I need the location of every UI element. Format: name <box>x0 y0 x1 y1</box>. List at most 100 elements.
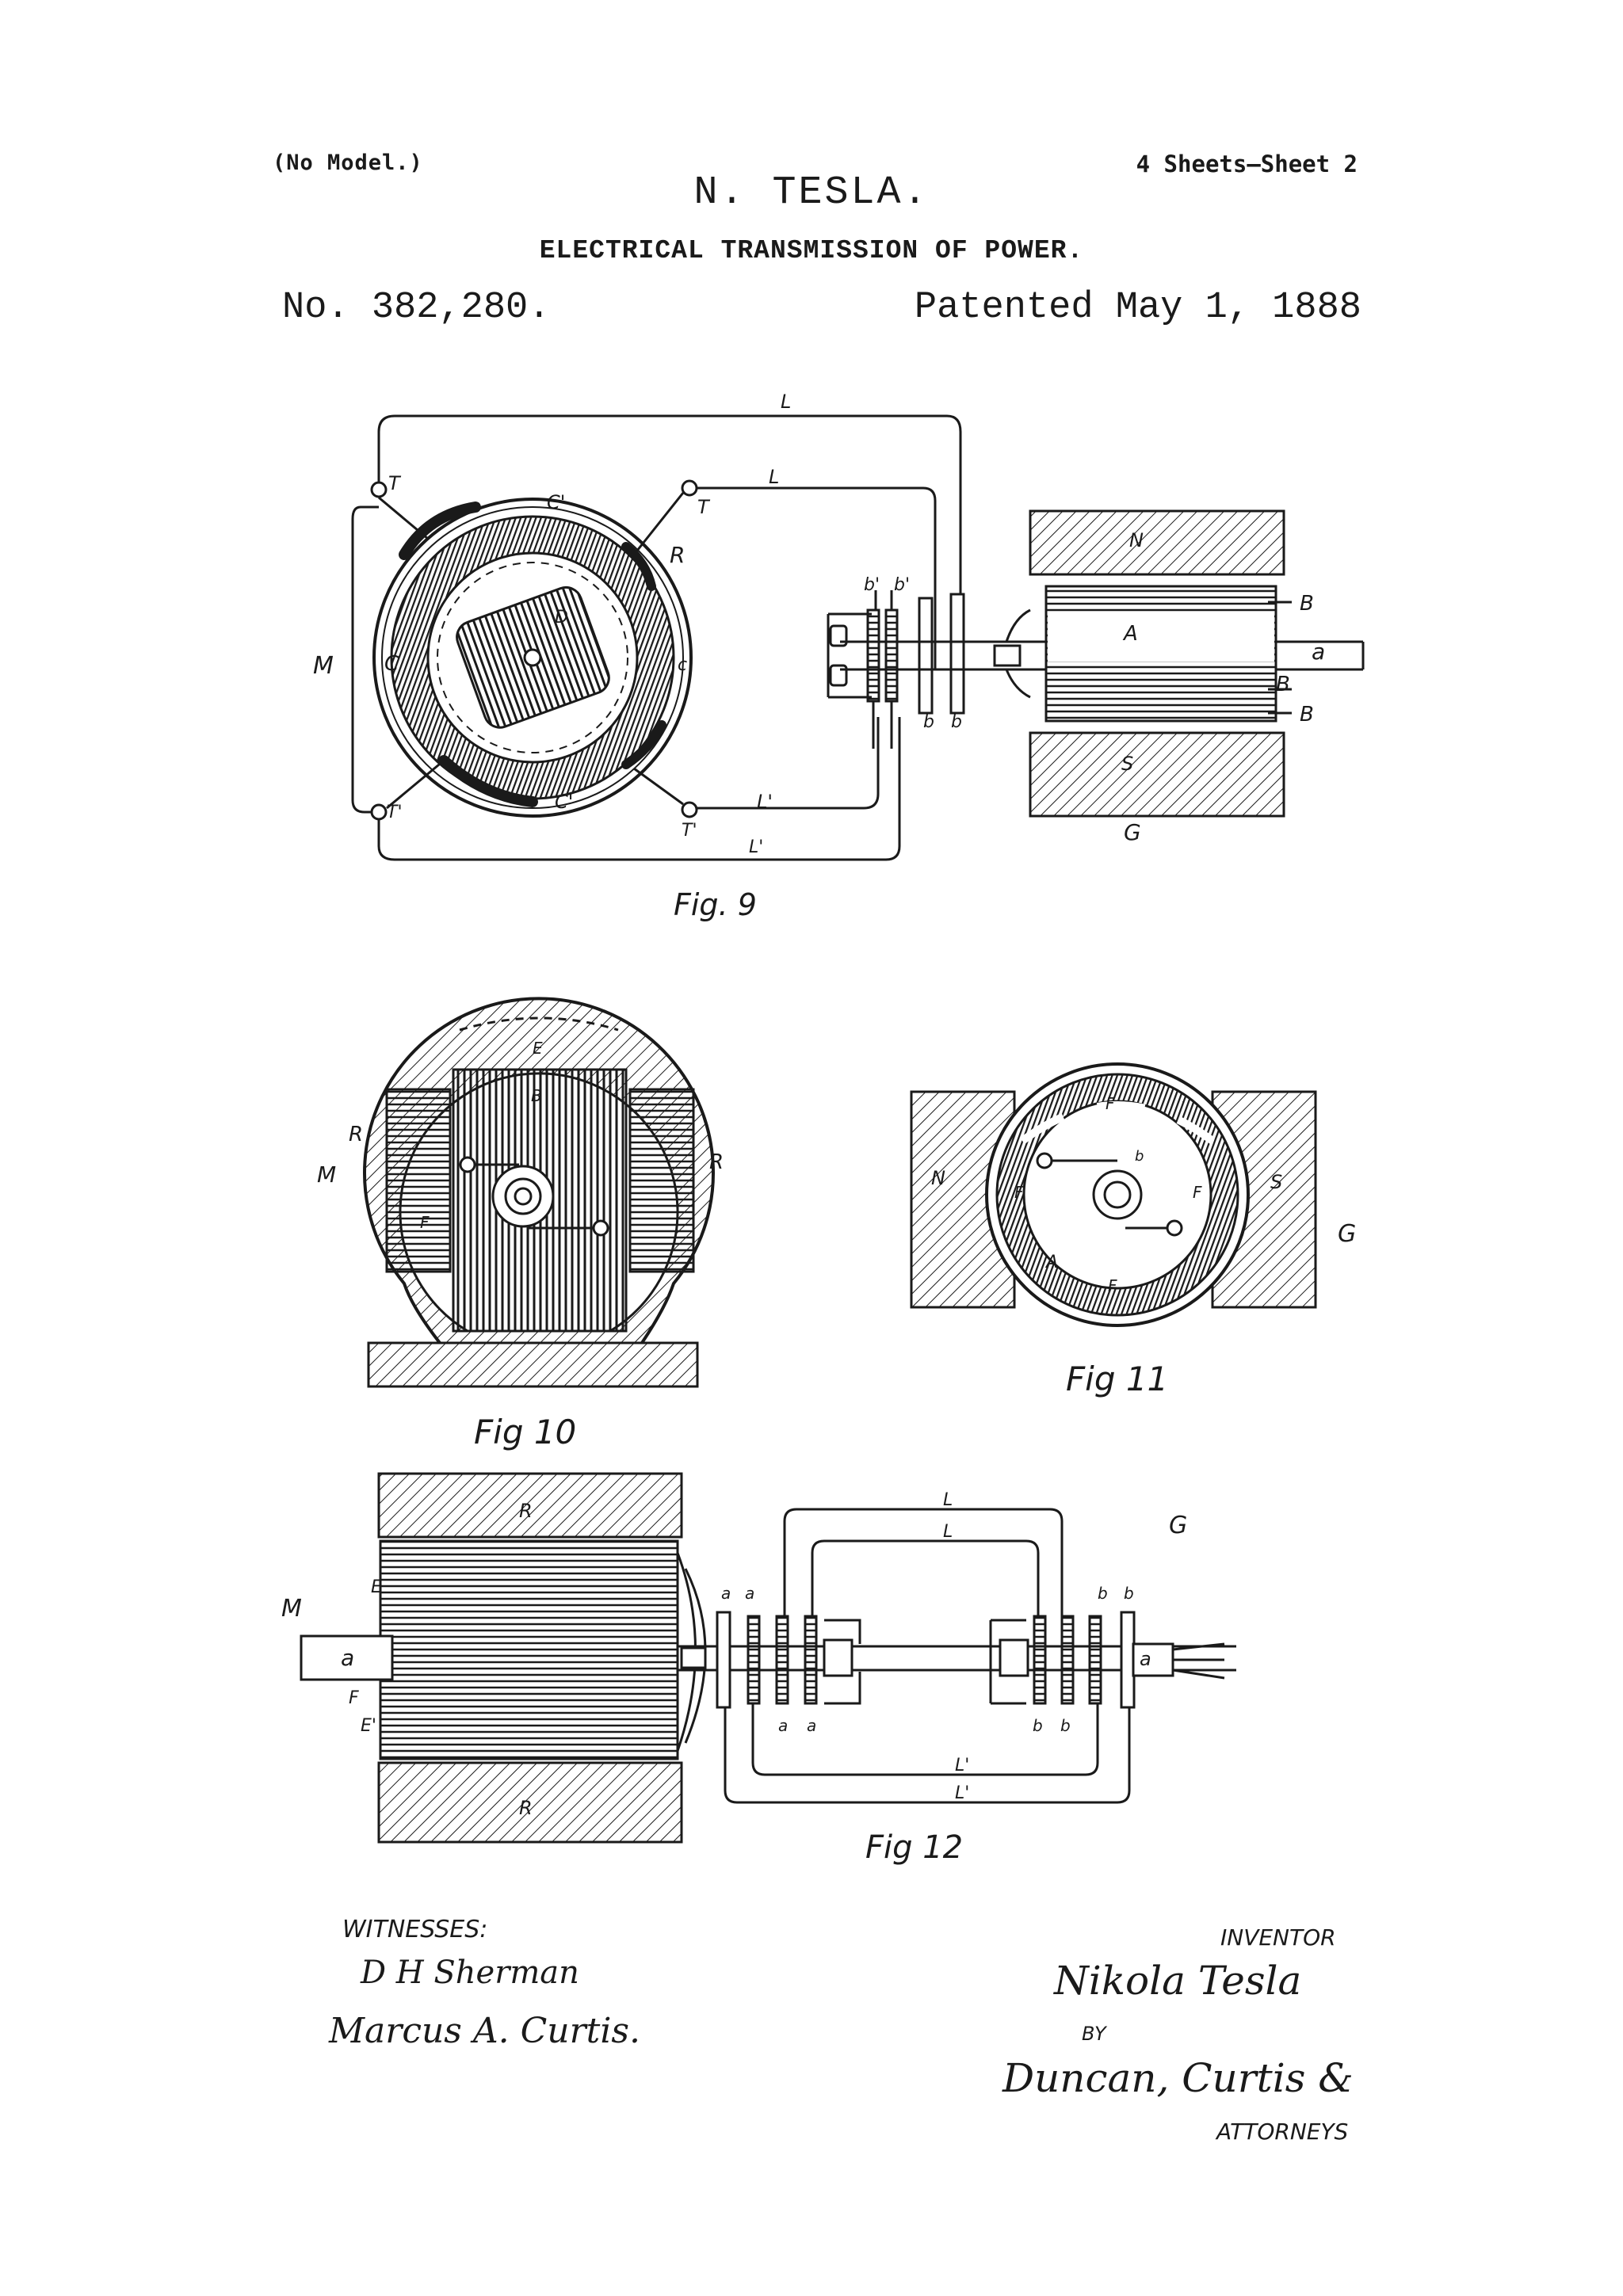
patent-date: Patented May 1, 1888 <box>914 287 1361 329</box>
label-N: N <box>1129 529 1144 551</box>
line-L <box>783 1508 1064 1616</box>
label-F: F <box>1108 1276 1117 1295</box>
label-L-prime: L' <box>955 1756 969 1775</box>
terminal-T-prime-right <box>681 801 698 818</box>
label-b: b <box>1124 1584 1134 1603</box>
label-b-prime: b' <box>864 575 880 595</box>
attorneys-label: ATTORNEYS <box>1215 2119 1348 2145</box>
label-a: a <box>778 1716 788 1735</box>
label-A: A <box>1044 1253 1058 1272</box>
field-pole-S <box>1029 731 1285 818</box>
figure-11-caption: Fig 11 <box>1066 1360 1168 1398</box>
patent-title: ELECTRICAL TRANSMISSION OF POWER. <box>539 236 1084 265</box>
motor-loop-M <box>351 505 379 814</box>
motor-base <box>367 1341 699 1388</box>
patent-number: No. 382,280. <box>282 287 551 329</box>
motor-outer-ring <box>372 498 693 818</box>
inventor-name: N. TESLA. <box>693 170 930 215</box>
terminal-T <box>370 481 388 498</box>
label-A: A <box>1122 622 1138 646</box>
figure-12 <box>300 1472 1236 1844</box>
label-L-prime: L' <box>749 837 763 857</box>
label-M: M <box>313 652 334 680</box>
label-a: a <box>745 1584 754 1603</box>
attorneys-signature: Duncan, Curtis & <box>1002 2055 1354 2101</box>
label-M: M <box>317 1161 336 1188</box>
line-L-top <box>377 414 962 669</box>
field-pole-R-bottom <box>377 1761 683 1844</box>
label-a: a <box>1312 639 1325 665</box>
figure-11-labels: F F F F N S A b G Fig 11 <box>931 1094 1356 1398</box>
label-D: D <box>555 608 568 627</box>
line-L-prime <box>751 1703 1099 1776</box>
label-R: R <box>670 542 685 568</box>
label-E-prime: E' <box>361 1716 376 1736</box>
label-E: E <box>533 1039 543 1058</box>
inventor-signature: Nikola Tesla <box>1053 1958 1301 2004</box>
label-E: E <box>371 1577 382 1597</box>
label-R: R <box>519 1500 533 1522</box>
label-R: R <box>519 1797 533 1819</box>
witnesses-block: WITNESSES: D H Sherman Marcus A. Curtis. <box>328 1916 640 2051</box>
label-L-prime: L' <box>757 791 773 813</box>
label-b: b <box>951 712 962 732</box>
label-G: G <box>1169 1512 1187 1539</box>
label-T: T <box>697 496 711 518</box>
label-b: b <box>1060 1716 1071 1735</box>
label-a: a <box>341 1645 354 1671</box>
pole-left <box>385 1088 452 1273</box>
label-B: B <box>1300 592 1314 616</box>
sheet-number: 4 Sheets—Sheet 2 <box>1136 151 1358 177</box>
terminal-T-prime-left <box>370 803 388 821</box>
label-T-prime: T' <box>387 803 403 822</box>
label-C-prime: C' <box>555 791 573 813</box>
label-L: L <box>943 1490 953 1510</box>
field-pole-N <box>1029 509 1285 576</box>
label-L: L <box>943 1522 953 1542</box>
figure-12-labels: R R M E E' F a a a a a a L L L' L' b b b… <box>281 1490 1187 1866</box>
figure-9-caption: Fig. 9 <box>674 887 757 922</box>
label-S: S <box>1121 753 1133 775</box>
label-a: a <box>1140 1648 1151 1670</box>
line-L-prime <box>688 717 880 810</box>
label-C-prime: C' <box>547 491 565 513</box>
terminal-T-right <box>681 479 698 497</box>
label-R: R <box>349 1123 363 1146</box>
label-b: b <box>923 712 934 732</box>
label-N: N <box>931 1167 945 1189</box>
label-c: c <box>678 655 687 675</box>
inventor-label: INVENTOR <box>1220 1924 1336 1951</box>
figure-10 <box>363 997 715 1388</box>
witness-2-signature: Marcus A. Curtis. <box>328 2011 640 2051</box>
label-F: F <box>1193 1183 1202 1202</box>
label-b-prime: b' <box>894 575 910 595</box>
label-a: a <box>721 1584 731 1603</box>
label-b: b <box>1033 1716 1043 1735</box>
figure-9 <box>351 414 1365 861</box>
label-G: G <box>1124 819 1141 845</box>
figure-11 <box>910 1062 1317 1327</box>
label-L-prime: L' <box>955 1783 969 1803</box>
label-b: b <box>1135 1148 1144 1165</box>
figure-12-caption: Fig 12 <box>865 1829 963 1866</box>
inventor-block: INVENTOR Nikola Tesla BY Duncan, Curtis … <box>1002 1924 1354 2145</box>
label-F: F <box>1106 1094 1115 1113</box>
label-L: L <box>781 391 791 413</box>
line-L-prime-outer <box>724 1707 1131 1804</box>
witnesses-label: WITNESSES: <box>342 1916 487 1943</box>
label-G: G <box>1338 1220 1356 1248</box>
label-B: B <box>1300 703 1314 727</box>
figure-9-labels: L L T T T' T' C' C' C c R D M L' L' b' b… <box>313 391 1325 922</box>
line-L <box>689 486 937 669</box>
figure-10-labels: R R M E B F Fig 10 <box>317 1039 724 1451</box>
armature <box>379 1539 679 1760</box>
label-B: B <box>1276 673 1290 696</box>
pole-right <box>628 1088 695 1273</box>
label-R: R <box>709 1150 724 1174</box>
label-F: F <box>349 1688 359 1708</box>
label-S: S <box>1270 1171 1282 1193</box>
label-a: a <box>807 1716 816 1735</box>
label-M: M <box>281 1595 302 1623</box>
label-F: F <box>1014 1183 1024 1202</box>
